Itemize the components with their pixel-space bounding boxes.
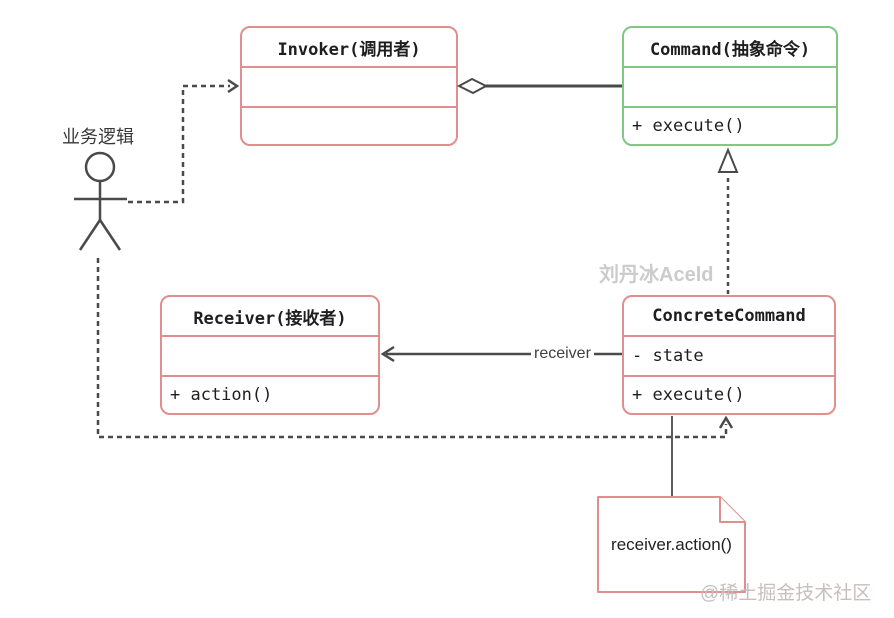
class-attributes-receiver [162,337,378,377]
class-box-command: Command(抽象命令) + execute() [622,26,838,146]
class-methods-concrete-command: + execute() [632,385,745,405]
class-box-concrete-command: ConcreteCommand - state + execute() [622,295,836,415]
class-box-receiver: Receiver(接收者) + action() [160,295,380,415]
class-methods-command: + execute() [632,116,745,136]
actor-label: 业务逻辑 [62,127,134,147]
actor-figure [74,151,127,251]
class-box-invoker: Invoker(调用者) [240,26,458,146]
note-text: receiver.action() [611,534,732,554]
class-title-concrete-command: ConcreteCommand [624,297,834,337]
class-title-command: Command(抽象命令) [624,28,836,68]
class-attributes-command [624,68,836,108]
actor-head [84,151,116,183]
class-attributes-concrete-command: - state [624,337,834,377]
class-methods-invoker [242,108,456,144]
class-title-invoker: Invoker(调用者) [242,28,456,68]
class-methods-receiver: + action() [170,385,273,405]
association-label-receiver: receiver [531,344,594,364]
aggregation-diamond [456,77,489,95]
class-title-receiver: Receiver(接收者) [162,297,378,337]
realization-arrow [717,147,739,294]
aggregation-link [456,77,622,95]
watermark-author: 刘丹冰Aceld [599,264,714,286]
realization-triangle [717,147,739,173]
dependency-arrow-to-invoker [128,78,240,204]
class-attributes-invoker [242,68,456,108]
